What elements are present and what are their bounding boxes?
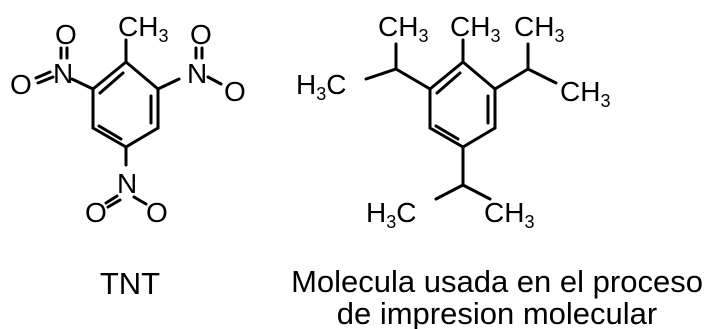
tnt-methyl-label: CH3 xyxy=(118,11,168,46)
tnt-left-nitrogen: N xyxy=(53,58,73,89)
right-isopropyl-top-methyl: CH3 xyxy=(514,11,564,46)
tnt-bottom-oxygen-right: O xyxy=(146,197,168,228)
tnt-right-oxygen-side: O xyxy=(224,76,246,107)
imprint-caption-line-2: de impresion molecular xyxy=(337,296,657,329)
center-methyl-label: CH3 xyxy=(450,11,500,46)
imprint-caption-line-1: Molecula usada en el proceso xyxy=(291,264,703,299)
tnt-left-oxygen-top: O xyxy=(55,19,77,50)
tnt-bottom-oxygen-left: O xyxy=(85,197,107,228)
bottom-isopropyl-left-methyl: H3C xyxy=(366,197,416,232)
right-isopropyl-side-methyl: CH3 xyxy=(560,76,610,111)
tnt-bottom-nitrogen: N xyxy=(117,168,137,199)
imprint-molecule-structure: CH3 CH3 H3C CH3 CH3 H3C CH3 Molecula usa… xyxy=(291,11,703,329)
tnt-right-nitrogen: N xyxy=(187,58,207,89)
tnt-right-oxygen-top: O xyxy=(190,19,212,50)
tnt-structure: CH3 O N O O N O N O O TNT xyxy=(10,11,246,301)
left-isopropyl-top-methyl: CH3 xyxy=(378,11,428,46)
tnt-left-oxygen-side: O xyxy=(10,69,32,100)
left-isopropyl-side-methyl: H3C xyxy=(296,69,346,104)
bottom-isopropyl-right-methyl: CH3 xyxy=(484,197,534,232)
tnt-caption: TNT xyxy=(100,266,160,301)
